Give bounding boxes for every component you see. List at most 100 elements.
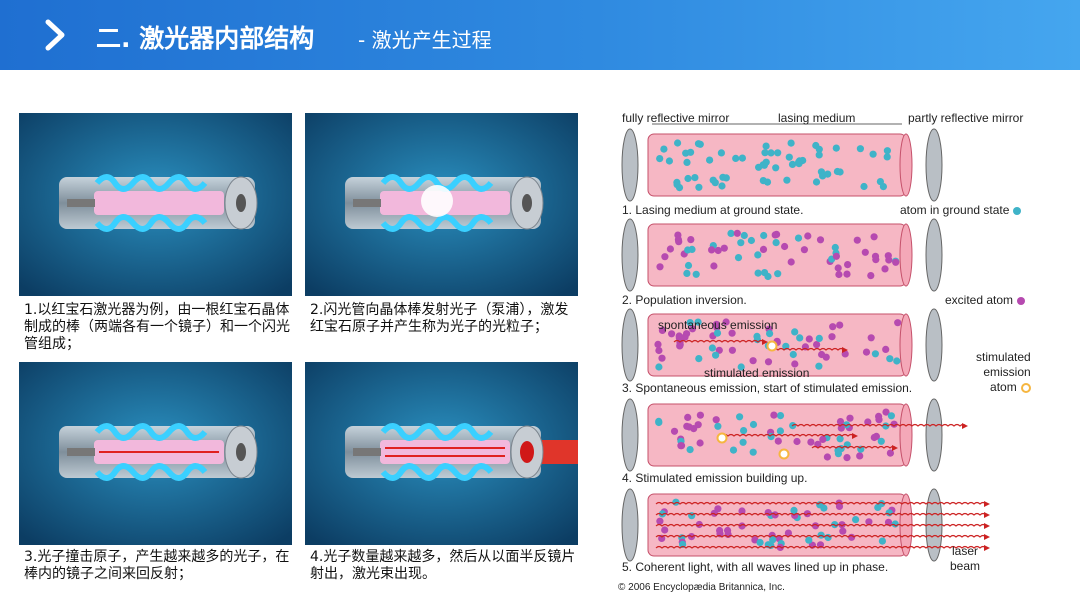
atom: [677, 442, 686, 450]
atom: [789, 350, 797, 359]
coherent-wave: [655, 512, 987, 516]
atom: [882, 408, 890, 416]
atom: [769, 536, 777, 544]
atom: [694, 318, 702, 326]
atom: [839, 527, 847, 535]
atom: [715, 346, 723, 354]
atom: [696, 411, 704, 419]
atom: [861, 248, 869, 256]
atom: [860, 182, 868, 191]
atom: [823, 453, 831, 461]
atom: [836, 435, 844, 443]
chevron-right-icon: [45, 19, 65, 51]
atom: [761, 269, 769, 277]
atom: [843, 270, 851, 278]
atom: [691, 174, 699, 182]
atom: [675, 184, 684, 192]
atom: [722, 318, 730, 326]
mirror-right: [925, 218, 943, 292]
mirror-left: [621, 218, 639, 292]
atom: [886, 449, 894, 457]
copyright: © 2006 Encyclopædia Britannica, Inc.: [618, 582, 785, 593]
atom: [870, 433, 878, 442]
mirror-right: [925, 398, 943, 472]
header-bar: 二. 激光器内部结构 - 激光产生过程: [0, 0, 1080, 70]
atom: [762, 158, 770, 166]
atom: [781, 242, 789, 251]
wave-arrow: [852, 433, 858, 439]
atom: [894, 319, 902, 327]
atom: [787, 139, 795, 147]
atom: [761, 149, 769, 157]
atom: [791, 328, 799, 336]
atom: [754, 269, 762, 277]
atom: [832, 144, 840, 152]
atom: [853, 236, 861, 244]
stage-1-side-label: atom in ground state: [900, 204, 1022, 217]
coherent-wave: [655, 523, 987, 527]
tube-end: [899, 223, 913, 287]
label-stimulated-emission: stimulated emission: [704, 366, 810, 380]
atom: [740, 231, 748, 240]
atom: [762, 142, 770, 150]
atom: [843, 454, 851, 462]
stimulated-atom: [766, 340, 778, 352]
stage-4-label: 4. Stimulated emission building up.: [622, 471, 808, 485]
atom: [656, 517, 664, 525]
atom: [714, 505, 722, 513]
atom: [870, 233, 878, 241]
atom: [885, 509, 893, 517]
atom: [815, 334, 823, 342]
atom: [675, 238, 683, 246]
atom: [831, 243, 839, 252]
atom: [688, 325, 697, 333]
atom: [661, 253, 669, 261]
atom: [822, 353, 830, 361]
atom: [883, 153, 891, 161]
atom: [793, 437, 801, 446]
ruby-laser-image-1: [19, 113, 292, 296]
ruby-laser-image-3: [19, 362, 292, 545]
atom: [706, 156, 714, 164]
atom: [887, 412, 895, 420]
mirror-right: [925, 128, 943, 202]
atom: [708, 344, 716, 352]
atom: [684, 261, 693, 270]
atom: [658, 354, 666, 362]
atom: [660, 145, 668, 153]
atom: [844, 261, 852, 269]
atom: [785, 153, 793, 161]
atom: [776, 412, 785, 420]
atom: [805, 536, 813, 544]
stage-2-side-label: excited atom: [945, 294, 1026, 307]
atom: [834, 264, 842, 272]
atom: [824, 533, 832, 542]
atom: [892, 258, 900, 266]
atom: [852, 516, 860, 524]
atom: [696, 439, 704, 447]
atom: [833, 167, 841, 176]
atom: [791, 360, 799, 368]
atom: [835, 502, 844, 510]
atom: [737, 363, 745, 371]
atom: [695, 183, 703, 191]
step-3-caption: 3.光子撞击原子，产生越来越多的光子，在棒内的镜子之间来回反射；: [24, 549, 290, 582]
spontaneous-wave: [673, 339, 765, 343]
atom: [767, 149, 775, 157]
atom: [772, 239, 780, 247]
atom: [670, 427, 679, 435]
atom: [724, 526, 732, 535]
mirror-left: [621, 488, 639, 562]
atom: [885, 256, 893, 264]
mirror-left: [621, 398, 639, 472]
atom: [733, 229, 741, 237]
mirror-right: [925, 308, 943, 382]
atom: [684, 413, 692, 421]
atom: [794, 234, 803, 242]
atom: [658, 326, 666, 334]
atom: [754, 251, 762, 259]
atom: [713, 324, 721, 332]
stimulated-atom: [716, 432, 728, 444]
atom: [772, 164, 780, 172]
atom: [756, 538, 764, 547]
